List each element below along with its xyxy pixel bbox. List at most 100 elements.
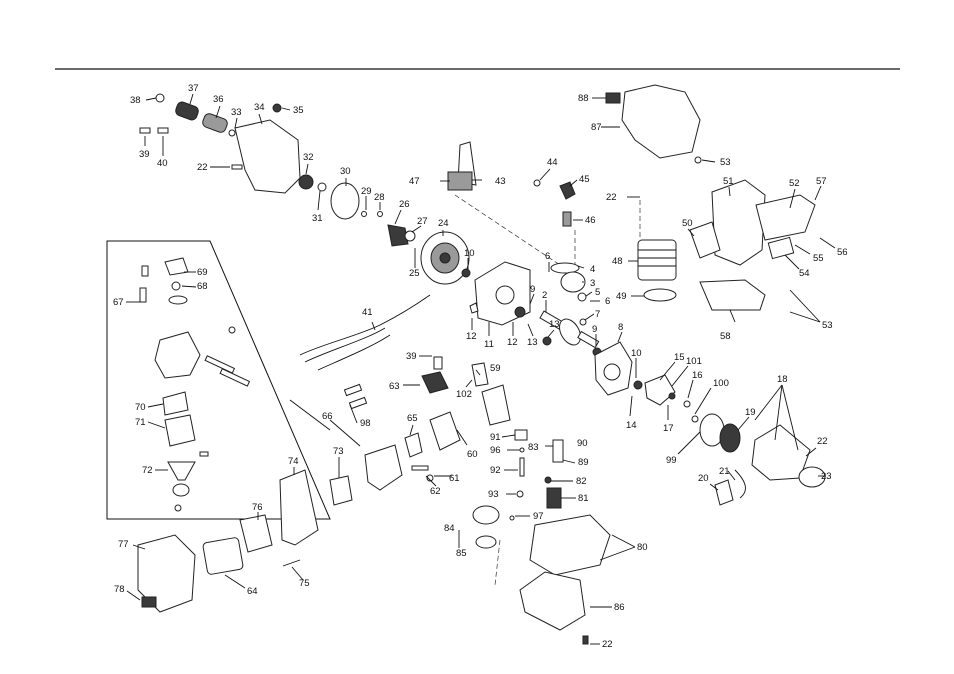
callout-71: 71 (135, 417, 146, 428)
callout-63: 63 (389, 381, 400, 392)
callout-101: 101 (686, 356, 702, 367)
callout-40: 40 (157, 158, 168, 169)
callout-8: 8 (618, 322, 623, 333)
callout-74: 74 (288, 456, 299, 467)
callout-5: 5 (595, 287, 600, 298)
callout-33: 33 (231, 107, 242, 118)
callout-60: 60 (467, 449, 478, 460)
callout-36: 36 (213, 94, 224, 105)
part-number-labels: 38 37 36 33 34 35 39 40 22 32 30 31 29 2… (113, 83, 848, 650)
fuel-tank (529, 514, 611, 576)
callout-30: 30 (340, 166, 351, 177)
callout-96: 96 (490, 445, 501, 456)
carburetor-inset-frame (106, 240, 331, 520)
callout-82: 82 (576, 476, 587, 487)
callout-75: 75 (299, 578, 310, 589)
clutch-shield (330, 182, 360, 220)
callout-84: 84 (444, 523, 455, 534)
inset-pointer (289, 399, 331, 431)
callout-78: 78 (114, 584, 125, 595)
fuel-cap (472, 505, 500, 525)
callout-25: 25 (409, 268, 420, 279)
callout-87: 87 (591, 122, 602, 133)
callout-9-lower: 9 (592, 324, 597, 335)
callout-50: 50 (682, 218, 693, 229)
callout-57: 57 (816, 176, 827, 187)
callout-55: 55 (813, 253, 824, 264)
callout-6-top: 6 (545, 251, 550, 262)
carburetor-detail (139, 257, 251, 512)
callout-2: 2 (542, 290, 547, 301)
callout-93: 93 (488, 489, 499, 500)
callout-66: 66 (322, 411, 333, 422)
callout-19: 19 (745, 407, 756, 418)
callout-90: 90 (577, 438, 588, 449)
callout-22-shroud: 22 (606, 192, 617, 203)
callout-10-lower: 10 (631, 348, 642, 359)
callout-64: 64 (247, 586, 258, 597)
callout-12-left: 12 (466, 331, 477, 342)
callout-76: 76 (252, 502, 263, 513)
callout-99: 99 (666, 455, 677, 466)
callout-14: 14 (626, 420, 637, 431)
callout-37: 37 (188, 83, 199, 94)
callout-15: 15 (674, 352, 685, 363)
callout-18: 18 (777, 374, 788, 385)
callout-49: 49 (616, 291, 627, 302)
callout-65: 65 (407, 413, 418, 424)
callout-41: 41 (362, 307, 373, 318)
callout-21: 21 (719, 466, 730, 477)
callout-12-mid: 12 (507, 337, 518, 348)
ignition-module (447, 171, 473, 191)
callout-100: 100 (713, 378, 729, 389)
callout-51: 51 (723, 176, 734, 187)
callout-54: 54 (799, 268, 810, 279)
callout-32: 32 (303, 152, 314, 163)
callout-24: 24 (438, 218, 449, 229)
callout-13-left: 13 (527, 337, 538, 348)
callout-48: 48 (612, 256, 623, 267)
carburetor (364, 444, 403, 491)
callout-13-right: 13 (549, 319, 560, 330)
callout-88: 88 (578, 93, 589, 104)
callout-91: 91 (490, 432, 501, 443)
callout-47: 47 (409, 176, 420, 187)
callout-6-bottom: 6 (605, 296, 610, 307)
callout-83: 83 (528, 442, 539, 453)
callout-22-starter: 22 (817, 436, 828, 447)
flywheel (420, 231, 470, 285)
cylinder (637, 239, 677, 281)
cylinder-shroud (621, 84, 701, 159)
callout-34: 34 (254, 102, 265, 113)
callout-38: 38 (130, 95, 141, 106)
callout-61: 61 (449, 473, 460, 484)
callout-62: 62 (430, 486, 441, 497)
leader-lines (126, 93, 836, 645)
callout-45: 45 (579, 174, 590, 185)
callout-28: 28 (374, 192, 385, 203)
callout-86: 86 (614, 602, 625, 613)
callout-7: 7 (595, 309, 600, 320)
callout-81: 81 (578, 493, 589, 504)
callout-102: 102 (456, 389, 472, 400)
callout-72: 72 (142, 465, 153, 476)
callout-56: 56 (837, 247, 848, 258)
callout-39: 39 (139, 149, 150, 160)
callout-80: 80 (637, 542, 648, 553)
callout-53-top: 53 (720, 157, 731, 168)
callout-53-right: 53 (822, 320, 833, 331)
callout-11: 11 (484, 339, 494, 350)
callout-20: 20 (698, 473, 709, 484)
crankshaft (539, 310, 600, 349)
callout-22-tank: 22 (602, 639, 613, 650)
callout-67: 67 (113, 297, 124, 308)
callout-59: 59 (490, 363, 501, 374)
callout-69: 69 (197, 267, 208, 278)
callout-23: 23 (821, 471, 832, 482)
callout-98: 98 (360, 418, 371, 429)
callout-77: 77 (118, 539, 129, 550)
screw (433, 356, 443, 370)
clutch-housing (139, 93, 301, 194)
air-filter-base (279, 469, 319, 546)
